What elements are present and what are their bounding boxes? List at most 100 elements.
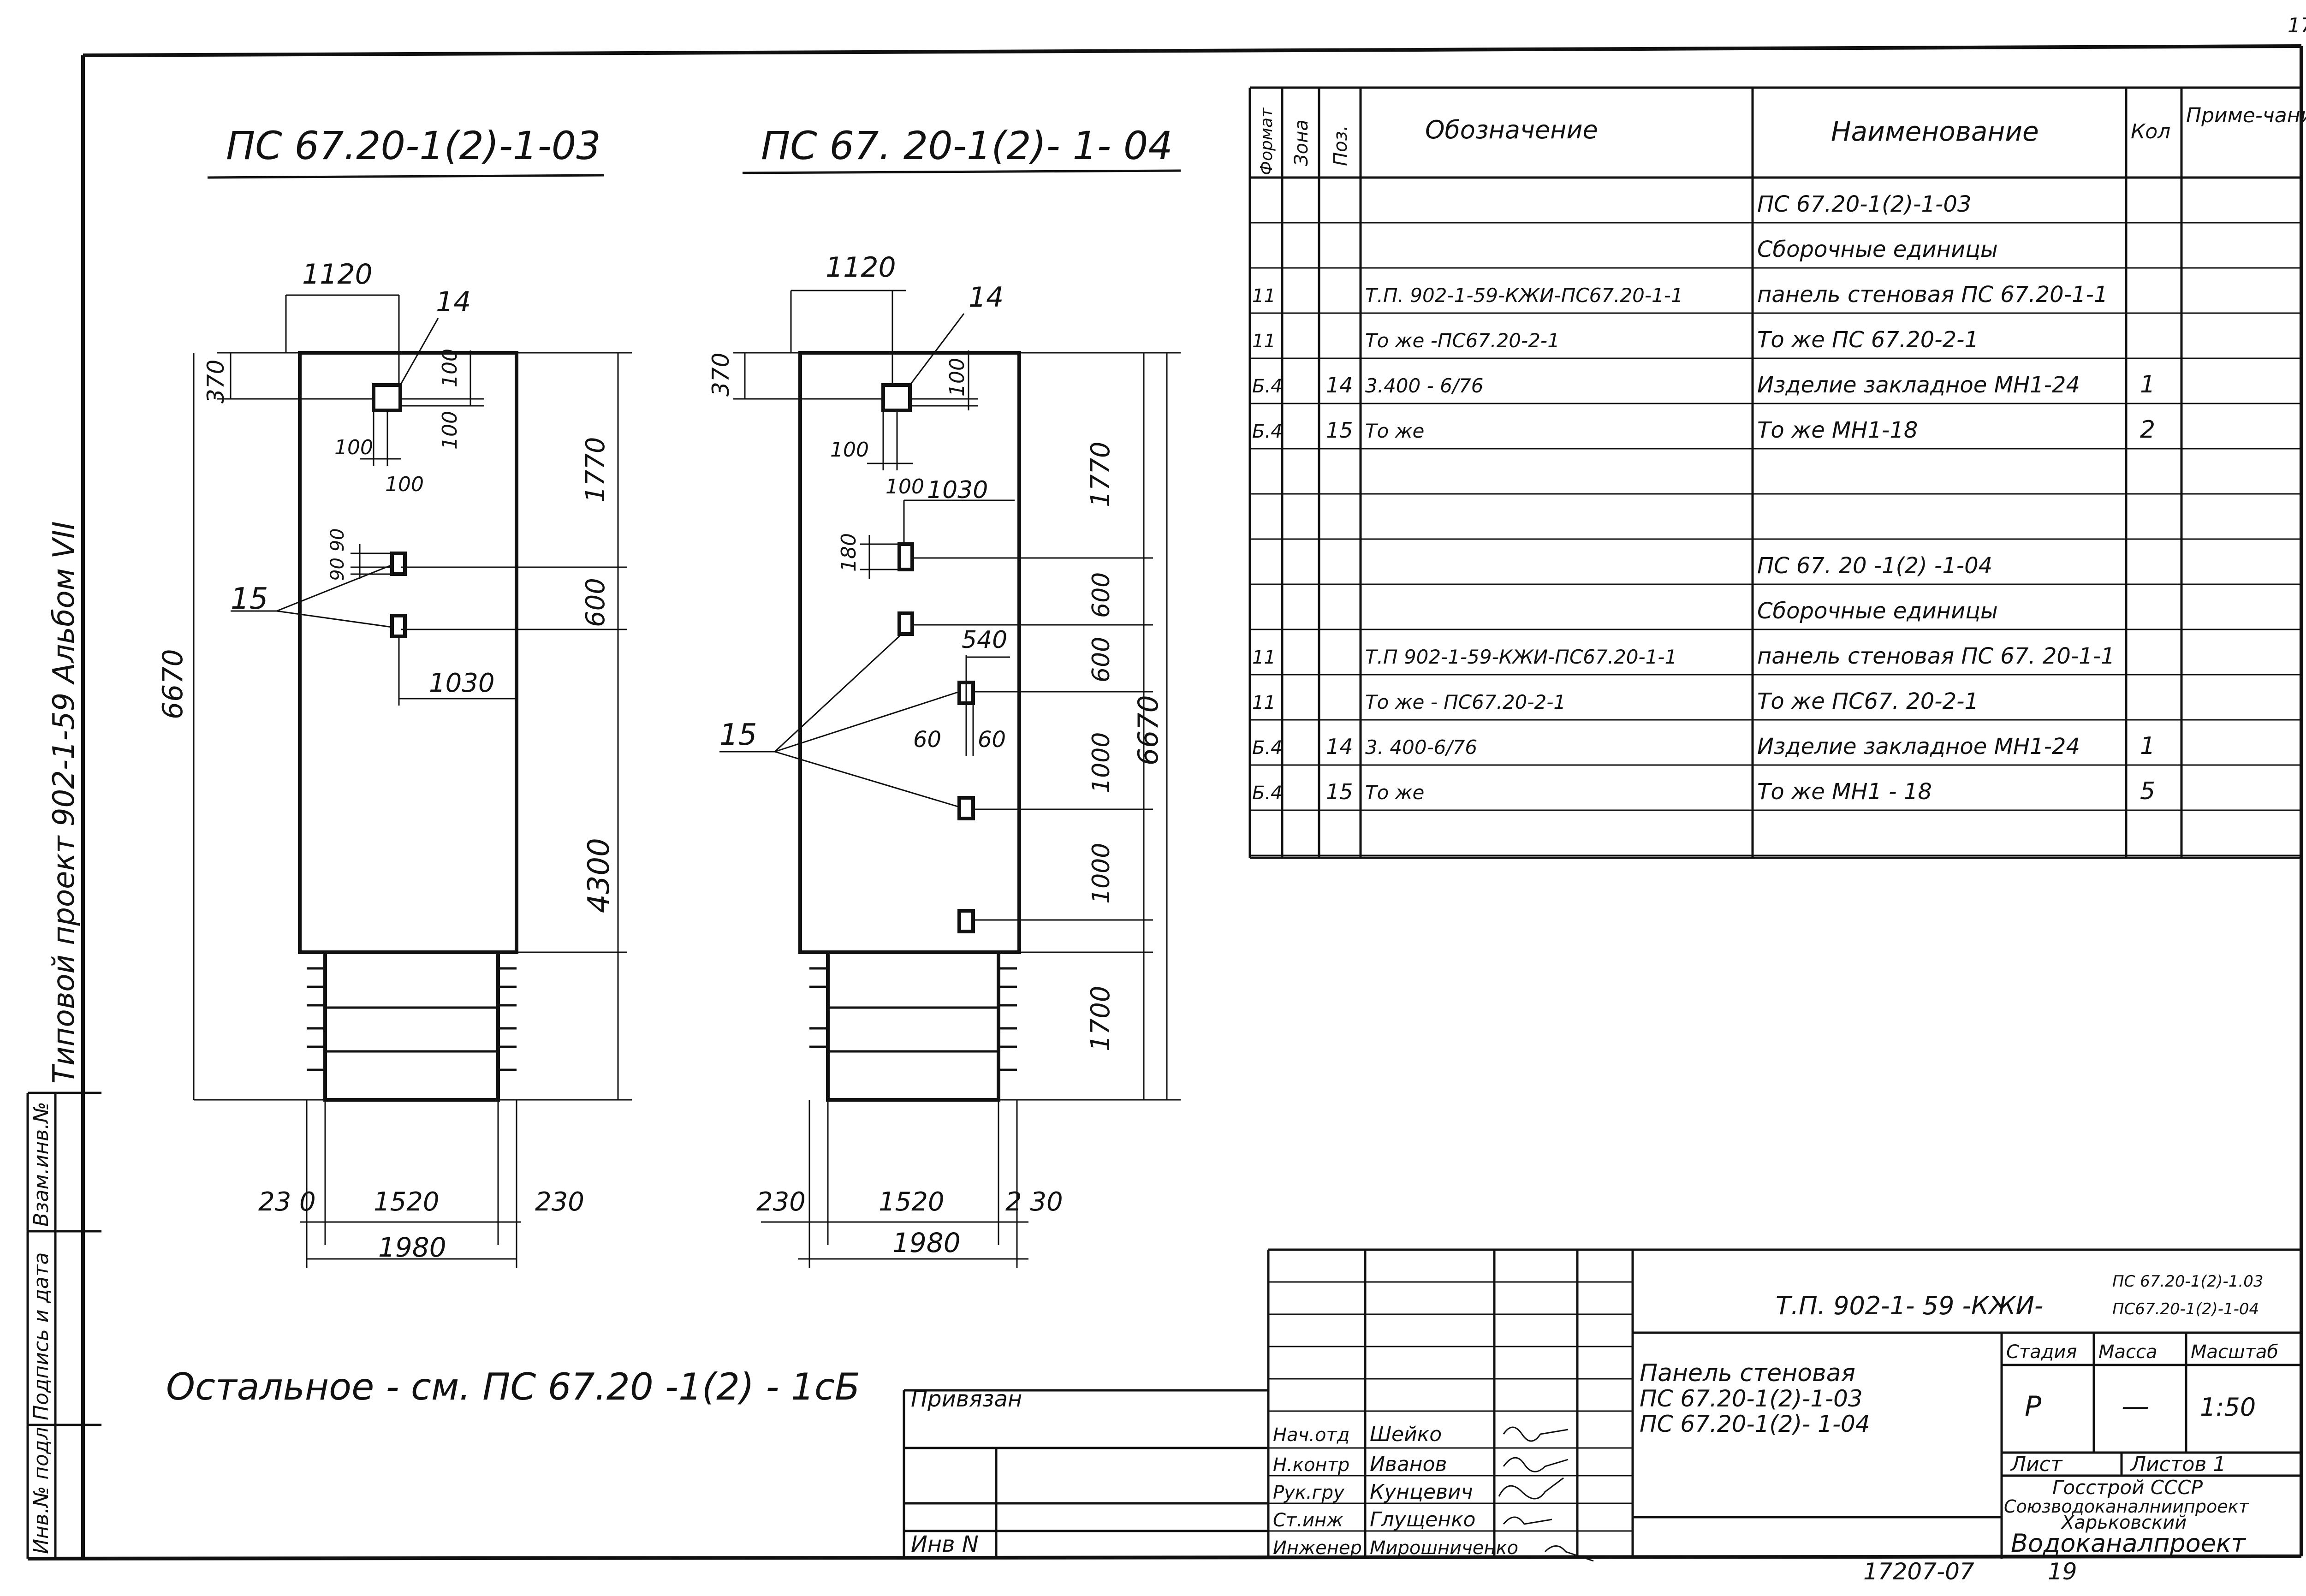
- p2-dim-1030: 1030: [927, 476, 988, 504]
- tb-mass-label: Масса: [2098, 1341, 2157, 1363]
- side-stamp: Инв.№ подл Подпись и дата Взам.инв.№ Тип…: [26, 521, 101, 1559]
- spec-cell-format: Б.4: [1252, 737, 1283, 759]
- spec-cell-name: ПС 67.20-1(2)-1-03: [1757, 191, 1971, 217]
- embed-15-p2-a: [897, 542, 914, 571]
- spec-cell-format: 11: [1252, 285, 1276, 307]
- tb-role-1: Н.контр: [1273, 1454, 1349, 1476]
- spec-cell-name: То же МН1-18: [1757, 417, 1918, 443]
- spec-cell-format: Б.4: [1252, 421, 1283, 442]
- tb-mass: —: [2122, 1390, 2149, 1423]
- tb-name-1: Иванов: [1370, 1453, 1447, 1476]
- spec-cell-designation: Т.П. 902-1-59-КЖИ-ПС67.20-1-1: [1365, 284, 1683, 307]
- p1-label-14: 14: [436, 286, 471, 318]
- spec-cell-format: 11: [1252, 692, 1276, 713]
- tb-doc-code-tail-2: ПС67.20-1(2)-1-04: [2112, 1300, 2259, 1318]
- embed-15-p2-d: [957, 796, 975, 820]
- p2-label-15: 15: [719, 718, 757, 752]
- p1-dim-90: 90 90: [327, 528, 348, 581]
- spec-header-zone: Зона: [1291, 119, 1312, 166]
- p2-dim-60a: 60: [913, 727, 941, 753]
- spec-header-designation: Обозначение: [1425, 115, 1598, 144]
- p1-dim-100b: 100: [438, 411, 462, 450]
- p2-dim-230-left: 230: [756, 1187, 806, 1217]
- stamp-vzam-inv: Взам.инв.№: [30, 1102, 53, 1227]
- p1-dim-230-right: 230: [535, 1187, 584, 1217]
- spec-cell-name: Изделие закладное МН1-24: [1757, 734, 2080, 759]
- spec-cell-designation: То же -ПС67.20-2-1: [1365, 329, 1560, 352]
- stamp-podpis-data: Подпись и дата: [30, 1252, 53, 1420]
- spec-cell-format: Б.4: [1252, 376, 1283, 397]
- spec-cell-name: То же МН1 - 18: [1757, 779, 1932, 805]
- spec-cell-name: панель стеновая ПС 67. 20-1-1: [1757, 643, 2115, 669]
- spec-cell-qty: 1: [2140, 371, 2155, 398]
- spec-cell-pos: 14: [1326, 373, 1353, 398]
- spec-header-note: Приме-чание: [2186, 104, 2306, 127]
- p1-dim-1120: 1120: [302, 258, 373, 291]
- p2-dim-370: 370: [707, 353, 734, 397]
- tb-stage: Р: [2025, 1390, 2042, 1423]
- p2-dim-1700: 1700: [1086, 985, 1116, 1051]
- p1-dim-1520: 1520: [374, 1187, 440, 1217]
- p2-dim-540: 540: [962, 626, 1007, 654]
- p2-dim-180: 180: [837, 533, 861, 572]
- drawing-2: ПС 67. 20-1(2)- 1- 04: [707, 123, 1181, 1268]
- tb-role-3: Ст.инж: [1273, 1510, 1343, 1531]
- p2-dim-600b: 600: [1088, 637, 1115, 682]
- p1-dim-1980: 1980: [378, 1232, 446, 1263]
- spec-header-pos: Поз.: [1330, 125, 1351, 166]
- footer-page: 19: [2048, 1558, 2077, 1585]
- tb-scale-label: Масштаб: [2191, 1341, 2278, 1363]
- tb-signatures: [1498, 1426, 1594, 1562]
- tb-name-0: Шейко: [1370, 1423, 1442, 1446]
- tb-org2: Союзводоканалниипроект: [2004, 1496, 2250, 1517]
- tb-name-2: Кунцевич: [1370, 1480, 1473, 1504]
- tb-stage-label: Стадия: [2006, 1341, 2077, 1363]
- p2-dim-1120: 1120: [826, 251, 896, 284]
- spec-cell-qty: 2: [2140, 416, 2155, 444]
- p1-label-15: 15: [231, 582, 268, 616]
- p2-dim-1980: 1980: [892, 1227, 961, 1258]
- drawing-1: ПС 67.20-1(2)-1-03: [157, 123, 632, 1268]
- p1-dim-230-left: 23 0: [258, 1187, 316, 1217]
- p2-dim-100c: 100: [886, 475, 924, 498]
- p1-dim-1030: 1030: [429, 668, 495, 698]
- drawing-2-title: ПС 67. 20-1(2)- 1- 04: [761, 123, 1173, 168]
- spec-cell-qty: 1: [2140, 732, 2155, 760]
- p2-dim-100b: 100: [945, 358, 969, 397]
- p2-dim-600a: 600: [1088, 572, 1115, 618]
- spec-cell-name: ПС 67. 20 -1(2) -1-04: [1757, 553, 1992, 579]
- spec-cell-name: панель стеновая ПС 67.20-1-1: [1757, 282, 2108, 308]
- tb-privyazan: Привязан: [911, 1386, 1022, 1412]
- p1-dim-600: 600: [581, 578, 611, 627]
- spec-cell-pos: 15: [1326, 779, 1353, 804]
- tb-name-4: Мирошниченко: [1370, 1537, 1518, 1559]
- spec-header-name: Наименование: [1831, 116, 2039, 147]
- tb-org3: Харьковский: [2061, 1512, 2187, 1533]
- footer-doc-number: 17207-07: [1863, 1558, 1974, 1585]
- spec-cell-name: Сборочные единицы: [1757, 598, 1998, 624]
- spec-cell-designation: Т.П 902-1-59-КЖИ-ПС67.20-1-1: [1365, 646, 1677, 668]
- spec-cell-designation: То же - ПС67.20-2-1: [1365, 691, 1566, 713]
- p2-dim-6670: 6670: [1132, 695, 1165, 765]
- spec-cell-format: 11: [1252, 647, 1276, 668]
- panel-1-base: [323, 950, 500, 1102]
- spec-cell-name: Изделие закладное МН1-24: [1757, 372, 2080, 398]
- p1-dim-370: 370: [202, 360, 229, 403]
- tb-name-line3: ПС 67.20-1(2)- 1-04: [1640, 1411, 1870, 1437]
- p2-dim-1520: 1520: [879, 1187, 945, 1217]
- spec-cell-qty: 5: [2140, 777, 2155, 805]
- tb-name-3: Глущенко: [1370, 1508, 1475, 1531]
- spec-cell-name: То же ПС67. 20-2-1: [1757, 688, 1979, 714]
- embed-15-p2-b: [897, 611, 914, 636]
- tb-org4: Водоканалпроект: [2011, 1529, 2247, 1558]
- p2-label-14: 14: [969, 281, 1004, 314]
- p2-dim-230-right: 2 30: [1005, 1187, 1063, 1217]
- spec-cell-format: Б.4: [1252, 783, 1283, 804]
- p2-dim-1770: 1770: [1086, 441, 1116, 507]
- spec-header-qty: Кол: [2131, 120, 2170, 143]
- sheet-frame: [27, 44, 2303, 1560]
- page-corner-number: 17: [2288, 14, 2306, 37]
- spec-cell-name: То же ПС 67.20-2-1: [1757, 327, 1979, 353]
